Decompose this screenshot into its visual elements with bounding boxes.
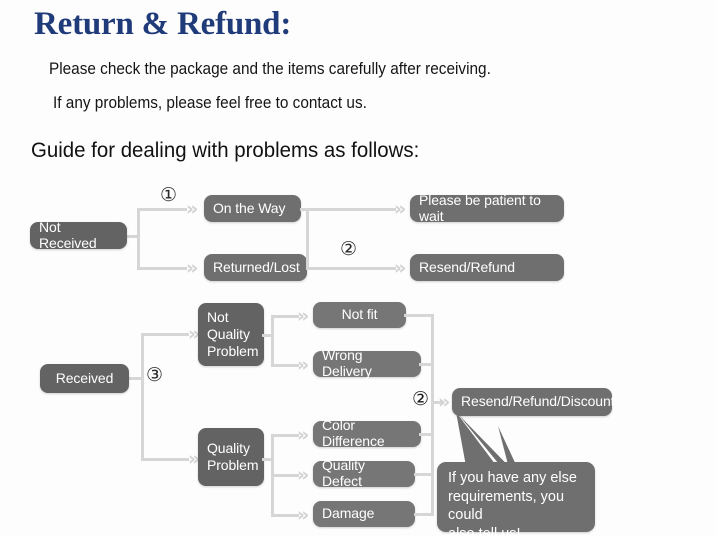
node-quality-problem[interactable]: Quality Problem — [198, 428, 264, 486]
arrow-to-quality-defect: » — [297, 464, 310, 486]
arrow-to-not-fit: » — [297, 305, 310, 327]
collector-stub-quality-defect — [414, 473, 434, 476]
node-wrong-delivery[interactable]: Wrong Delivery — [313, 347, 421, 379]
arrow-to-on-the-way: » — [186, 198, 199, 220]
connector-not-quality-stem — [262, 334, 274, 337]
arrow-to-resend-refund: » — [394, 257, 407, 279]
node-not-fit[interactable]: Not fit — [313, 302, 406, 328]
collector-trunk — [431, 314, 434, 515]
connector-to-returned-lost — [137, 267, 187, 270]
node-color-difference[interactable]: Color Difference — [313, 417, 421, 449]
node-on-the-way[interactable]: On the Way — [204, 195, 301, 222]
collector-stub-color-difference — [419, 433, 434, 436]
connector-to-quality-defect — [271, 474, 299, 477]
connector-to-quality — [141, 458, 189, 461]
arrow-to-quality-problem: » — [188, 448, 201, 470]
arrow-to-wrong-delivery: » — [297, 354, 310, 376]
connector-upper-trunk — [306, 208, 309, 270]
collector-stub-not-fit — [404, 314, 434, 317]
connector-to-not-fit — [271, 315, 299, 318]
node-not-received[interactable]: Not Received — [30, 219, 127, 250]
node-please-be-patient[interactable]: Please be patient to wait — [410, 192, 564, 223]
connector-to-damage — [271, 514, 299, 517]
node-quality-defect[interactable]: Quality Defect — [313, 457, 415, 489]
node-resend-refund[interactable]: Resend/Refund — [410, 254, 564, 281]
node-received[interactable]: Received — [40, 364, 129, 393]
connector-on-the-way-out — [300, 208, 396, 211]
arrow-to-please-be-patient: » — [394, 198, 407, 220]
guide-heading: Guide for dealing with problems as follo… — [31, 138, 420, 162]
marker-two-top: ② — [340, 238, 358, 260]
arrow-to-damage: » — [297, 504, 310, 526]
marker-one: ① — [160, 184, 178, 206]
connector-to-not-quality — [141, 333, 189, 336]
node-returned-lost[interactable]: Returned/Lost — [204, 254, 307, 281]
connector-received-bracket — [141, 333, 144, 461]
arrow-to-resend-refund-discount: » — [438, 391, 451, 413]
connector-quality-stem — [262, 458, 274, 461]
lead-text-line-2: If any problems, please feel free to con… — [53, 94, 367, 112]
marker-three: ③ — [146, 364, 164, 386]
collector-stub-damage — [414, 513, 434, 516]
connector-returned-lost-out — [306, 267, 396, 270]
connector-not-received-bracket — [137, 208, 140, 270]
connector-not-received-stem — [126, 235, 140, 238]
arrow-to-color-difference: » — [297, 424, 310, 446]
page-title: Return & Refund: — [34, 6, 292, 42]
arrow-to-not-quality-problem: » — [188, 323, 201, 345]
connector-to-color-difference — [271, 434, 299, 437]
connector-not-quality-bracket — [271, 315, 274, 367]
node-resend-refund-discount[interactable]: Resend/Refund/Discount — [452, 388, 615, 416]
collector-stub-wrong-delivery — [419, 363, 434, 366]
lead-text-line-1: Please check the package and the items c… — [49, 60, 491, 78]
arrow-to-returned-lost: » — [186, 257, 199, 279]
node-not-quality-problem[interactable]: Not Quality Problem — [198, 303, 264, 366]
node-damage[interactable]: Damage — [313, 501, 415, 527]
connector-to-on-the-way — [137, 208, 187, 211]
callout-bubble: If you have any else requirements, you c… — [437, 462, 595, 542]
marker-two-bottom: ② — [412, 388, 430, 410]
connector-received-stem — [128, 377, 144, 380]
connector-to-resend-refund-discount — [431, 401, 443, 404]
connector-to-wrong-delivery — [271, 364, 299, 367]
